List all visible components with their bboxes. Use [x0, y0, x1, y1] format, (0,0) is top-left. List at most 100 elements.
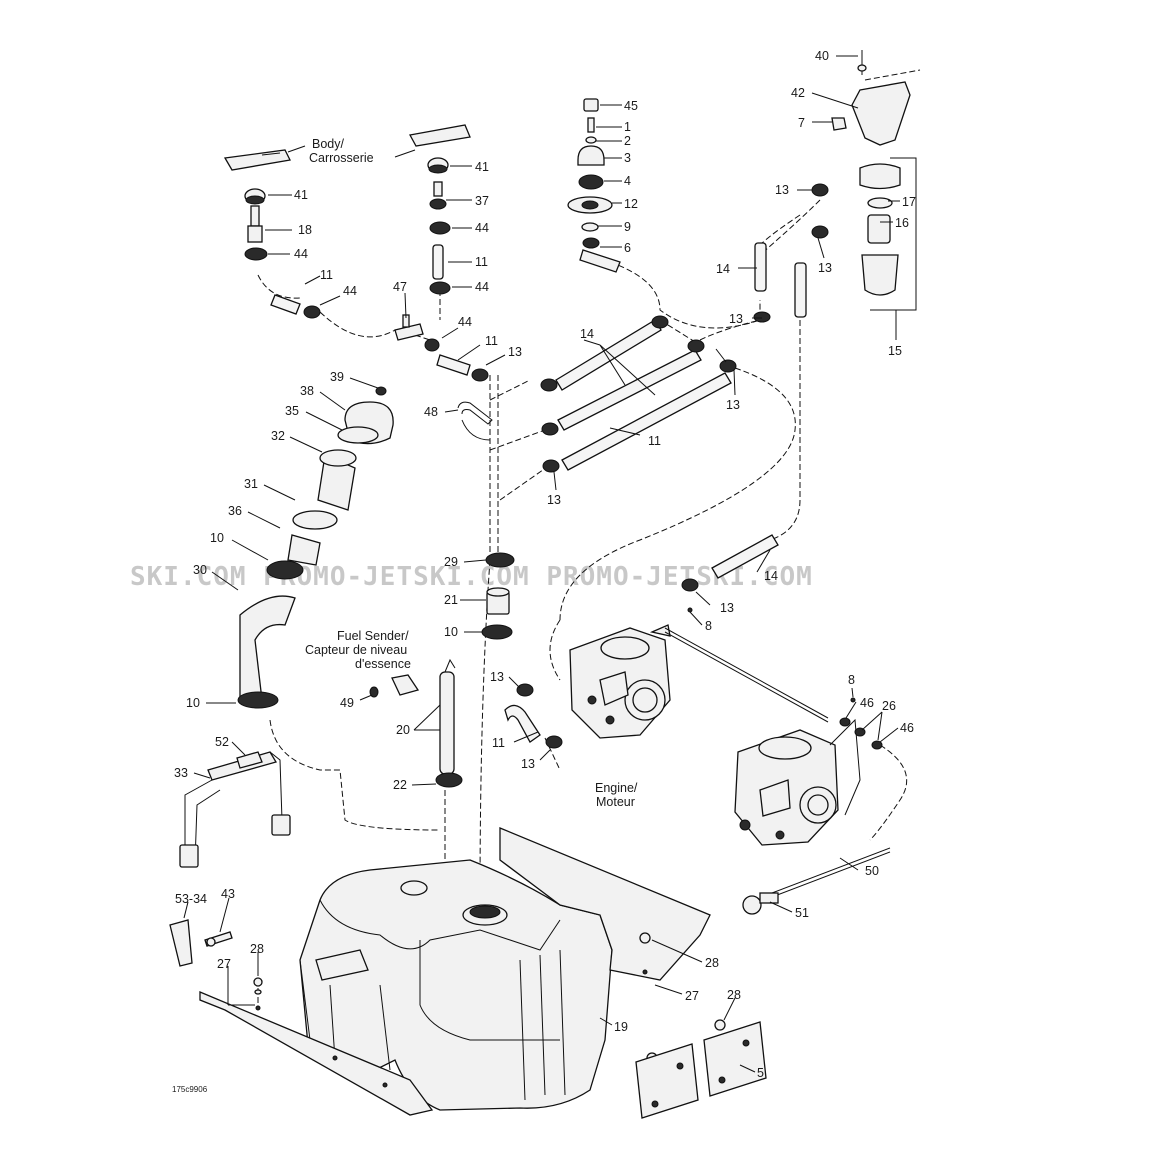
callout: 9 [624, 220, 631, 234]
callout: 4 [624, 174, 631, 188]
callout: 13 [775, 183, 789, 197]
callout: 49 [340, 696, 354, 710]
callout: 39 [330, 370, 344, 384]
fuel-sender-caption-line2: Capteur de niveau [305, 643, 407, 657]
callout: 26 [882, 699, 896, 713]
body-vent-fitting-right [408, 124, 471, 295]
callout: 28 [250, 942, 264, 956]
callout: 15 [888, 344, 902, 358]
callout: 35 [285, 404, 299, 418]
callout: 6 [624, 241, 631, 255]
callout: 52 [215, 735, 229, 749]
fuel-hoses-center [540, 315, 737, 473]
valve-stack [567, 98, 621, 273]
callout: 41 [294, 188, 308, 202]
callout: 11 [648, 434, 661, 448]
callout: 28 [705, 956, 719, 970]
fuel-sender-parts [369, 552, 563, 788]
callout: 28 [727, 988, 741, 1002]
callout: 18 [298, 223, 312, 237]
callout: 48 [424, 405, 438, 419]
callout-numbers: 40 42 7 45 1 2 3 4 12 9 6 41 18 44 11 44… [174, 49, 916, 1080]
callout: 11 [492, 736, 505, 750]
callout: 14 [580, 327, 594, 341]
callout: 2 [624, 134, 631, 148]
callout: 17 [902, 195, 916, 209]
callout: 29 [444, 555, 458, 569]
callout: 14 [764, 569, 778, 583]
tank-strap [179, 751, 291, 868]
callout: 44 [343, 284, 357, 298]
callout: 10 [444, 625, 458, 639]
callout: 50 [865, 864, 879, 878]
drawing-code: 175c9906 [172, 1085, 208, 1094]
callout: 11 [320, 268, 333, 282]
fuel-sender-caption-line1: Fuel Sender/ [337, 629, 409, 643]
body-caption-line1: Body/ [312, 137, 344, 151]
callout: 44 [294, 247, 308, 261]
callout: 45 [624, 99, 638, 113]
callout: 13 [720, 601, 734, 615]
callout: 21 [444, 593, 458, 607]
callout: 37 [475, 194, 489, 208]
callout: 46 [860, 696, 874, 710]
callout: 8 [705, 619, 712, 633]
callout: 30 [193, 563, 207, 577]
callout: 44 [475, 280, 489, 294]
callout: 7 [798, 116, 805, 130]
body-vent-fitting-left [223, 149, 291, 261]
callout: 10 [210, 531, 224, 545]
callout: 47 [393, 280, 407, 294]
callout: 16 [895, 216, 909, 230]
callout: 20 [396, 723, 410, 737]
callout: 31 [244, 477, 258, 491]
carburetor-upper [569, 624, 829, 739]
callout: 8 [848, 673, 855, 687]
fuel-tank [199, 827, 711, 1116]
choke-cable [742, 847, 891, 915]
callout: 13 [508, 345, 522, 359]
callout: 3 [624, 151, 631, 165]
callout: 19 [614, 1020, 628, 1034]
carburetor-lower [734, 697, 883, 846]
callout: 27 [685, 989, 699, 1003]
callout: 22 [393, 778, 407, 792]
rivets-and-plates [169, 919, 767, 1119]
vent-hose-left [270, 294, 321, 319]
watermark: SKI.COM PROMO-JETSKI.COM PROMO-JETSKI.CO… [130, 562, 813, 592]
callout: 43 [221, 887, 235, 901]
callout: 12 [624, 197, 638, 211]
callout: 46 [900, 721, 914, 735]
callout: 13 [729, 312, 743, 326]
engine-caption-line2: Moteur [596, 795, 635, 809]
callout: 13 [547, 493, 561, 507]
callout: 44 [458, 315, 472, 329]
fuel-filter-assembly [753, 50, 921, 323]
body-caption-line2: Carrosserie [309, 151, 374, 165]
callout: 42 [791, 86, 805, 100]
callout: 53-34 [175, 892, 207, 906]
callout: 33 [174, 766, 188, 780]
callout: 13 [818, 261, 832, 275]
filler-cap-assembly [237, 386, 394, 709]
tee-fitting-47 [394, 314, 489, 382]
callout: 27 [217, 957, 231, 971]
callout: 14 [716, 262, 730, 276]
callout: 51 [795, 906, 809, 920]
callout: 44 [475, 221, 489, 235]
clip-48 [457, 401, 493, 441]
fuel-sender-caption-line3: d'essence [355, 657, 411, 671]
captions: Body/ Carrosserie Fuel Sender/ Capteur d… [172, 137, 638, 1094]
callout: 11 [475, 255, 488, 269]
callout: 36 [228, 504, 242, 518]
callout: 5 [757, 1066, 764, 1080]
callout: 10 [186, 696, 200, 710]
callout: 13 [521, 757, 535, 771]
callout: 1 [624, 120, 631, 134]
callout: 13 [726, 398, 740, 412]
callout: 41 [475, 160, 489, 174]
engine-caption-line1: Engine/ [595, 781, 638, 795]
callout: 13 [490, 670, 504, 684]
callout: 38 [300, 384, 314, 398]
